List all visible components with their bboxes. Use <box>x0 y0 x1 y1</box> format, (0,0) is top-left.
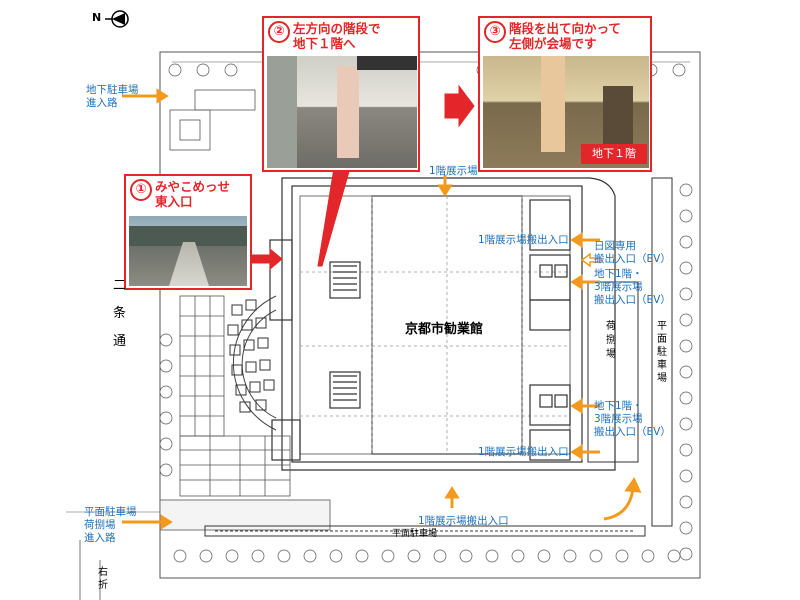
label-hall-right-entry-2: 1階展示場搬出入口 <box>478 446 569 458</box>
tree-marker <box>679 235 693 249</box>
site-boundary <box>159 51 701 579</box>
tree-marker <box>196 63 210 77</box>
tree-marker <box>159 333 173 347</box>
tree-marker <box>589 549 603 563</box>
tree-marker <box>159 359 173 373</box>
label-gate-3: 地下1階・ 3階展示場 搬出入口（EV） <box>594 400 671 438</box>
tree-marker <box>159 437 173 451</box>
label-flat-parking-bottom: 平面駐車場 <box>392 529 438 539</box>
tree-marker <box>667 549 681 563</box>
bottom-parking <box>204 525 646 537</box>
photo-badge-b1: 地下１階 <box>581 144 647 164</box>
tree-marker <box>159 411 173 425</box>
top-left-grounds <box>169 89 256 151</box>
tree-marker <box>563 549 577 563</box>
tree-marker <box>679 495 693 509</box>
access-arrows <box>122 88 642 530</box>
tree-marker <box>459 549 473 563</box>
tree-marker <box>251 549 265 563</box>
circular-plaza <box>227 295 277 431</box>
tree-marker <box>679 365 693 379</box>
callout-2-text: 左方向の階段で 地下１階へ <box>293 21 381 51</box>
label-street-nijo: 二 条 通 <box>113 278 127 349</box>
label-hall-name: 京都市勧業館 <box>405 322 484 337</box>
tree-marker <box>679 183 693 197</box>
label-hall-right-entry-1: 1階展示場搬出入口 <box>478 234 569 246</box>
tree-marker <box>485 549 499 563</box>
tree-marker <box>329 549 343 563</box>
tree-marker <box>679 547 693 561</box>
main-building <box>269 177 616 471</box>
hollow-arrow <box>580 252 601 268</box>
callout-3-photo: 地下１階 <box>483 56 649 168</box>
tree-marker <box>277 549 291 563</box>
compass-north-label: N <box>92 11 102 24</box>
tree-marker <box>679 209 693 223</box>
callout-3-number: ③ <box>484 21 506 43</box>
label-turn-right: 右 折 <box>98 567 108 591</box>
label-gate-2: 地下1階・ 3階展示場 搬出入口（EV） <box>594 268 671 306</box>
callout-2: ② 左方向の階段で 地下１階へ <box>262 16 420 172</box>
tree-marker <box>381 549 395 563</box>
tree-marker <box>224 63 238 77</box>
tree-marker <box>679 261 693 275</box>
label-flat-parking-right: 平 面 駐 車 場 <box>657 321 667 384</box>
tree-marker <box>672 63 686 77</box>
callout-2-photo <box>267 56 417 168</box>
callout-2-number: ② <box>268 21 290 43</box>
tree-marker <box>173 549 187 563</box>
tree-marker <box>679 417 693 431</box>
label-hall-bottom-entry: 1階展示場搬出入口 <box>418 515 509 527</box>
tree-marker <box>615 549 629 563</box>
tree-marker <box>679 391 693 405</box>
tree-marker <box>225 549 239 563</box>
callout-1: ① みやこめっせ 東入口 <box>124 174 252 290</box>
tree-marker <box>679 443 693 457</box>
tree-marker <box>168 63 182 77</box>
tree-marker <box>679 469 693 483</box>
callout-1-photo <box>129 216 247 286</box>
callout-3: ③ 階段を出て向かって 左側が会場です 地下１階 <box>478 16 652 172</box>
label-loading-area: 荷 捌 場 <box>606 321 616 360</box>
tree-marker <box>679 521 693 535</box>
label-underground-parking-entry: 地下駐車場 進入路 <box>86 84 139 109</box>
tree-marker <box>641 549 655 563</box>
right-grounds <box>587 177 673 527</box>
tree-marker <box>355 549 369 563</box>
label-flat-parking-entry: 平面駐車場 荷捌場 進入路 <box>84 506 137 544</box>
callout-3-text: 階段を出て向かって 左側が会場です <box>509 21 621 51</box>
tree-marker <box>407 549 421 563</box>
tree-marker <box>199 549 213 563</box>
compass <box>105 10 129 28</box>
left-grounds <box>159 295 331 531</box>
label-hall-top-entry: 1階展示場 <box>429 165 478 177</box>
tree-marker <box>679 313 693 327</box>
tree-marker <box>303 549 317 563</box>
tree-marker <box>679 339 693 353</box>
label-gate-1: 日図専用 搬出入口（EV） <box>594 240 671 265</box>
callout-1-number: ① <box>130 179 152 201</box>
callout-1-text: みやこめっせ 東入口 <box>155 179 231 209</box>
tree-marker <box>159 385 173 399</box>
tree-marker <box>511 549 525 563</box>
tree-marker <box>537 549 551 563</box>
tree-marker <box>679 287 693 301</box>
tree-marker <box>433 549 447 563</box>
tree-marker <box>159 463 173 477</box>
